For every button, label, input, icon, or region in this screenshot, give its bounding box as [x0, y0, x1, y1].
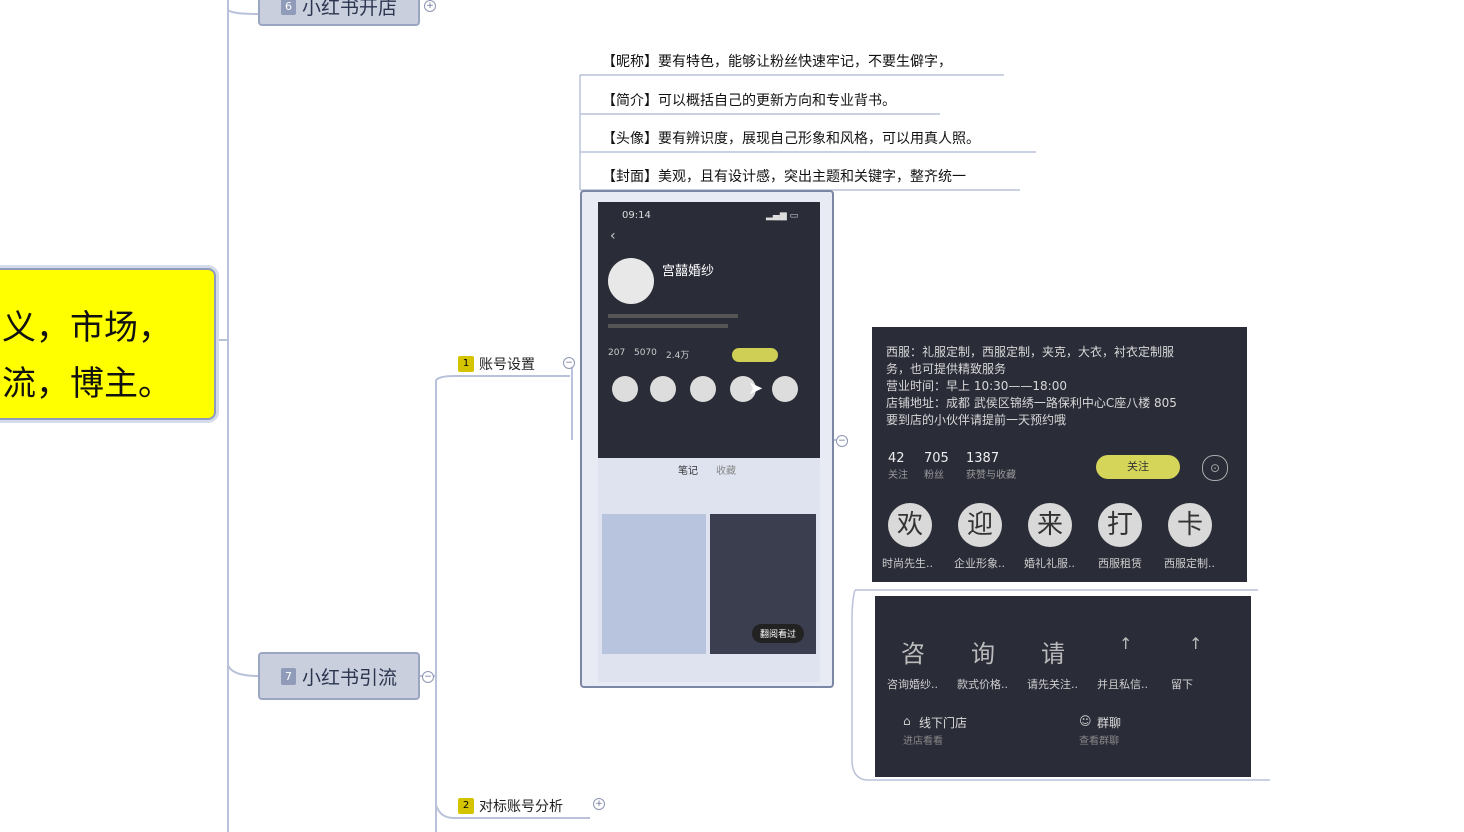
circle-welcome[interactable]: 欢	[888, 503, 932, 547]
profile-desc-placeholder	[608, 314, 738, 318]
contact-label: 咨询婚纱..	[887, 678, 938, 691]
contact-label: 留下	[1171, 678, 1193, 691]
circle-ka[interactable]: 卡	[1168, 503, 1212, 547]
pin-icon[interactable]: ↑	[1189, 634, 1203, 653]
store-icon: ⌂	[903, 714, 911, 728]
stat-label: 粉丝	[924, 470, 944, 481]
view-more-button[interactable]: 翻阅看过	[752, 624, 805, 643]
offline-store-label[interactable]: 线下门店	[919, 716, 968, 730]
expand-icon[interactable]: +	[593, 798, 605, 810]
subtopic-label: 账号设置	[479, 357, 535, 373]
contact-char[interactable]: 询	[971, 640, 995, 668]
circle-lai[interactable]: 来	[1028, 503, 1072, 547]
profile-detail-image[interactable]: 西服：礼服定制，西服定制，夹克，大衣，衬衣定制服 务，也可提供精致服务 营业时间…	[872, 327, 1247, 582]
circle-button[interactable]	[690, 376, 716, 402]
circle-button[interactable]	[650, 376, 676, 402]
circle-label: 企业形象..	[954, 557, 1005, 570]
subtopic-label: 对标账号分析	[479, 799, 563, 815]
circle-label: 西服租赁	[1098, 557, 1142, 570]
profile-desc-placeholder	[608, 324, 728, 328]
node-number: 7	[280, 667, 296, 685]
circle-da[interactable]: 打	[1098, 503, 1142, 547]
circle-label: 时尚先生..	[882, 557, 933, 570]
business-hours: 营业时间：早上 10:30——18:00	[886, 379, 1067, 393]
topic-number-badge: 2	[458, 798, 474, 814]
follow-button[interactable]	[732, 348, 778, 362]
tab-notes[interactable]: 笔记	[678, 466, 698, 477]
node-xiaohongshu-traffic[interactable]: 7 小红书引流	[258, 652, 420, 700]
avatar	[608, 258, 654, 304]
circle-button[interactable]	[612, 376, 638, 402]
central-line-1: 义，市场，	[2, 308, 172, 348]
stat-label: 获赞与收藏	[966, 470, 1016, 481]
status-time: 09:14	[622, 210, 651, 221]
stat-value: 2.4万	[666, 351, 690, 361]
leaf-intro[interactable]: 【简介】可以概括自己的更新方向和专业背书。	[602, 93, 896, 109]
group-chat-sub: 查看群聊	[1079, 736, 1119, 747]
circle-button[interactable]	[772, 376, 798, 402]
contact-label: 款式价格..	[957, 678, 1008, 691]
stat-following: 42 关注	[888, 451, 908, 481]
profile-desc-line: 西服：礼服定制，西服定制，夹克，大衣，衬衣定制服	[886, 345, 1175, 359]
leaf-cover[interactable]: 【封面】美观，且有设计感，突出主题和关键字，整齐统一	[602, 169, 966, 185]
profile-desc-line: 务，也可提供精致服务	[886, 362, 1007, 376]
group-chat-label[interactable]: 群聊	[1097, 716, 1122, 730]
contact-label: 并且私信..	[1097, 678, 1148, 691]
tab-collect[interactable]: 收藏	[716, 466, 736, 477]
collapse-icon[interactable]: −	[836, 435, 848, 447]
stat-followers: 705 粉丝	[924, 451, 949, 481]
central-line-2: 流，博主。	[2, 364, 172, 404]
stat-value: 42	[888, 451, 905, 466]
group-icon: ☺	[1079, 714, 1092, 728]
stat-value: 207	[608, 348, 626, 358]
stat-value: 5070	[634, 348, 657, 358]
notes-panel: 笔记 收藏 翻阅看过	[598, 458, 820, 682]
pin-icon[interactable]: ↑	[1119, 634, 1133, 653]
central-topic-node[interactable]: 义，市场， 流，博主。	[0, 268, 216, 420]
profile-name: 宫囍婚纱	[662, 264, 715, 279]
leaf-nickname[interactable]: 【昵称】要有特色，能够让粉丝快速牢记，不要生僻字，	[602, 54, 952, 70]
contact-char[interactable]: 咨	[901, 640, 925, 668]
stat-label: 关注	[888, 470, 908, 481]
node-number: 6	[280, 0, 296, 15]
note-image-1[interactable]	[602, 514, 706, 654]
leaf-avatar[interactable]: 【头像】要有辨识度，展现自己形象和风格，可以用真人照。	[602, 131, 980, 147]
phone-screenshot-image[interactable]: 09:14 ▂▄▆ ▭ ‹ 宫囍婚纱 207 5070 2.4万 ➤ 笔记 收藏…	[580, 190, 834, 688]
phone-screen: 09:14 ▂▄▆ ▭ ‹ 宫囍婚纱 207 5070 2.4万 ➤ 笔记 收藏…	[598, 202, 820, 682]
circle-ying[interactable]: 迎	[958, 503, 1002, 547]
contact-char[interactable]: 请	[1041, 640, 1065, 668]
stat-likes: 1387 获赞与收藏	[966, 451, 1016, 481]
circle-label: 西服定制..	[1164, 557, 1215, 570]
collapse-icon[interactable]: −	[422, 671, 434, 683]
subtopic-account-settings[interactable]: 1 账号设置	[458, 354, 535, 374]
subtopic-benchmark-analysis[interactable]: 2 对标账号分析	[458, 796, 563, 816]
topic-number-badge: 1	[458, 356, 474, 372]
stat-value: 705	[924, 451, 949, 466]
visit-note: 要到店的小伙伴请提前一天预约哦	[886, 413, 1067, 427]
expand-icon[interactable]: +	[424, 0, 436, 12]
follow-button[interactable]: 关注	[1096, 455, 1180, 479]
offline-store-sub: 进店看看	[903, 736, 943, 747]
signal-icon: ▂▄▆ ▭	[766, 211, 799, 221]
node-xiaohongshu-shop[interactable]: 6 小红书开店	[258, 0, 420, 26]
contact-detail-image[interactable]: 咨 询 请 ↑ ↑ 咨询婚纱.. 款式价格.. 请先关注.. 并且私信.. 留下…	[875, 596, 1251, 777]
node-label: 小红书引流	[301, 666, 397, 689]
circle-button[interactable]	[730, 376, 756, 402]
contact-label: 请先关注..	[1027, 678, 1078, 691]
collapse-icon[interactable]: −	[563, 357, 575, 369]
mouse-cursor-icon: ➤	[748, 378, 764, 399]
stat-value: 1387	[966, 451, 1000, 466]
settings-icon[interactable]: ⊙	[1202, 455, 1228, 481]
node-label: 小红书开店	[301, 0, 397, 19]
store-address: 店铺地址：成都 武侯区锦绣一路保利中心C座八楼 805	[886, 396, 1177, 410]
circle-label: 婚礼礼服..	[1024, 557, 1075, 570]
back-icon: ‹	[610, 228, 616, 244]
